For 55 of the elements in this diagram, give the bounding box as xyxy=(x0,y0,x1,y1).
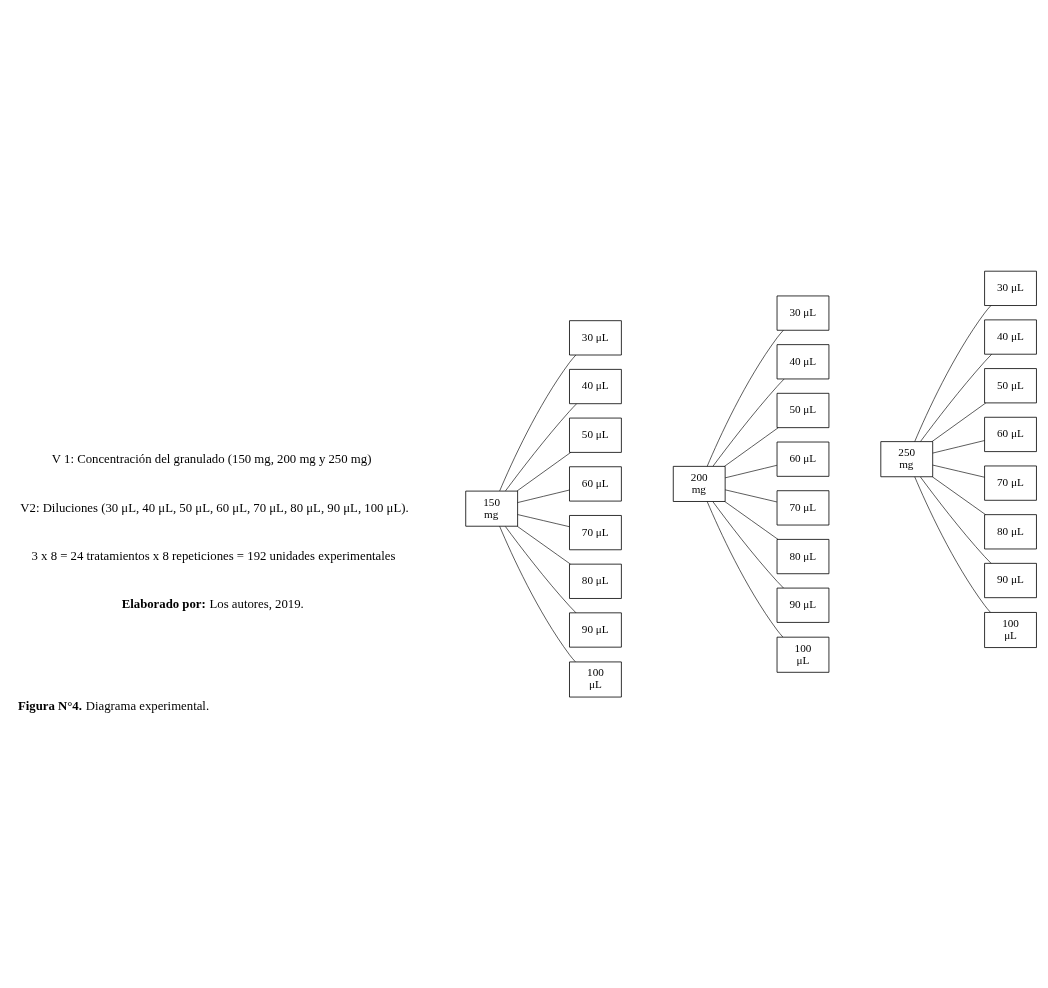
connector xyxy=(516,451,572,491)
node-box: 50 μL xyxy=(776,392,830,428)
label: V 1: Concentración del granulado (150 mg, 200 mg y 250 mg) xyxy=(51,451,372,466)
node-box: 90 μL xyxy=(569,611,622,648)
connector xyxy=(505,525,577,613)
connector xyxy=(517,513,570,527)
connector xyxy=(931,475,986,515)
connector xyxy=(706,329,784,467)
connector xyxy=(517,489,570,503)
node-box: 50 μL xyxy=(984,367,1037,403)
node-box: 90 μL xyxy=(776,587,830,623)
node-box: 30 μL xyxy=(569,319,622,355)
node-box: 150 mg xyxy=(465,490,518,527)
label: V2: Diluciones (30 μL, 40 μL, 50 μL, 60 μL, 70 μL, 80 μL, 90 μL, 100 μL). xyxy=(20,500,409,515)
connector xyxy=(931,402,987,442)
node-box: 100 μL xyxy=(569,661,622,697)
node-box: 90 μL xyxy=(984,562,1037,598)
node-box: 60 μL xyxy=(984,416,1037,452)
node-box: 60 μL xyxy=(776,441,830,477)
node-box: 40 μL xyxy=(984,319,1037,355)
node-box: 70 μL xyxy=(984,465,1037,501)
node-box: 200 mg xyxy=(672,465,726,502)
connector xyxy=(724,464,778,478)
connector xyxy=(712,378,785,466)
connector xyxy=(724,426,779,467)
connector xyxy=(920,476,992,564)
node-box: 60 μL xyxy=(569,465,622,501)
connector xyxy=(914,304,992,442)
connector xyxy=(932,464,985,477)
node-box: 100 μL xyxy=(776,636,830,673)
connector xyxy=(914,476,991,613)
node-box: 100 μL xyxy=(984,611,1037,648)
node-box: 40 μL xyxy=(776,343,830,379)
node-box: 30 μL xyxy=(984,270,1037,306)
node-box: 70 μL xyxy=(776,489,830,525)
label: 3 x 8 = 24 tratamientos x 8 repeticiones = 192 unidades experimentales xyxy=(31,548,396,563)
connector xyxy=(505,403,577,491)
connector xyxy=(706,500,784,637)
connector xyxy=(499,354,577,491)
node-box: 40 μL xyxy=(569,368,622,404)
node-box: 250 mg xyxy=(880,440,934,477)
label: Elaborado por: Los autores, 2019. xyxy=(121,596,304,611)
connector xyxy=(712,500,784,588)
caption: Figura N°4. Diagrama experimental. xyxy=(17,698,210,713)
node-box: 70 μL xyxy=(569,514,622,550)
connector xyxy=(724,500,779,540)
node-box: 30 μL xyxy=(776,295,830,331)
connector xyxy=(499,525,576,662)
node-box: 80 μL xyxy=(984,513,1037,549)
connector xyxy=(932,439,985,453)
node-box: 80 μL xyxy=(776,538,830,574)
node-box: 50 μL xyxy=(569,417,622,453)
connector xyxy=(516,525,571,564)
connector xyxy=(920,353,992,442)
node-box: 80 μL xyxy=(569,563,622,599)
